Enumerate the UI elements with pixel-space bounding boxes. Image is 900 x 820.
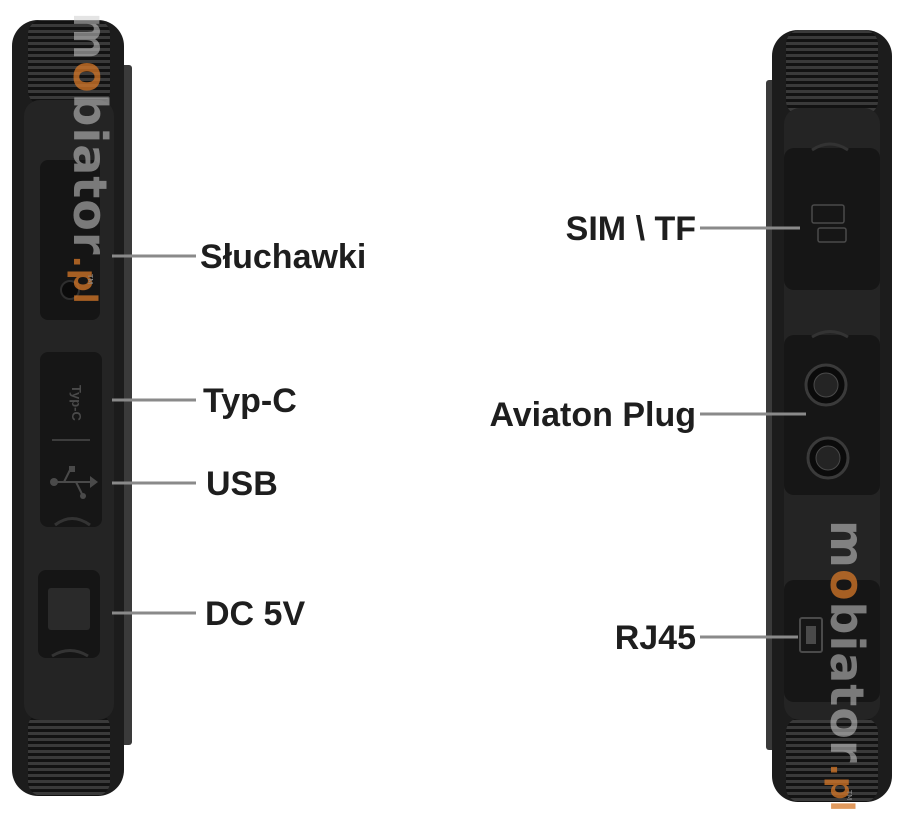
watermark-right: mobiator.pl (820, 520, 874, 813)
left-device-side: Typ-C (12, 20, 132, 796)
headphone-port-cover (40, 160, 100, 320)
label-sluchawki: Słuchawki (200, 238, 367, 276)
dc-cover-tab (51, 649, 89, 658)
aviation-connector-bottom-pins (815, 445, 841, 471)
right-top-bumper-ribs (786, 30, 878, 115)
label-dc5v: DC 5V (205, 595, 306, 633)
dc-port-grip (48, 588, 90, 630)
right-bottom-bumper-ribs (786, 718, 878, 802)
label-usb: USB (206, 465, 278, 503)
leader-lines (112, 226, 806, 639)
usb-symbol-icon (50, 466, 98, 499)
usb-cover-tab (54, 517, 91, 527)
label-rj45: RJ45 (614, 619, 696, 657)
watermark-right-tm: TM (845, 790, 853, 801)
rj45-cover (784, 580, 880, 702)
sim-tf-cover (784, 148, 880, 290)
label-typc: Typ-C (203, 382, 297, 420)
left-bottom-bumper-ribs (28, 713, 110, 796)
watermark-left: mobiator.pl (63, 12, 117, 305)
sim-cover-tab (811, 142, 849, 152)
aviation-cover-tab (811, 330, 849, 339)
aviation-connector-top-pins (813, 372, 839, 398)
left-top-bumper-ribs (28, 20, 110, 105)
rj45-port-icon (799, 617, 823, 653)
label-sim-tf: SIM \ TF (565, 210, 696, 248)
label-aviaton-plug: Aviaton Plug (489, 396, 696, 434)
watermark-left-tm: TM (86, 274, 94, 285)
typec-port-text: Typ-C (69, 385, 84, 421)
sim-card-icon (811, 204, 847, 243)
headphone-jack-icon (60, 280, 80, 300)
